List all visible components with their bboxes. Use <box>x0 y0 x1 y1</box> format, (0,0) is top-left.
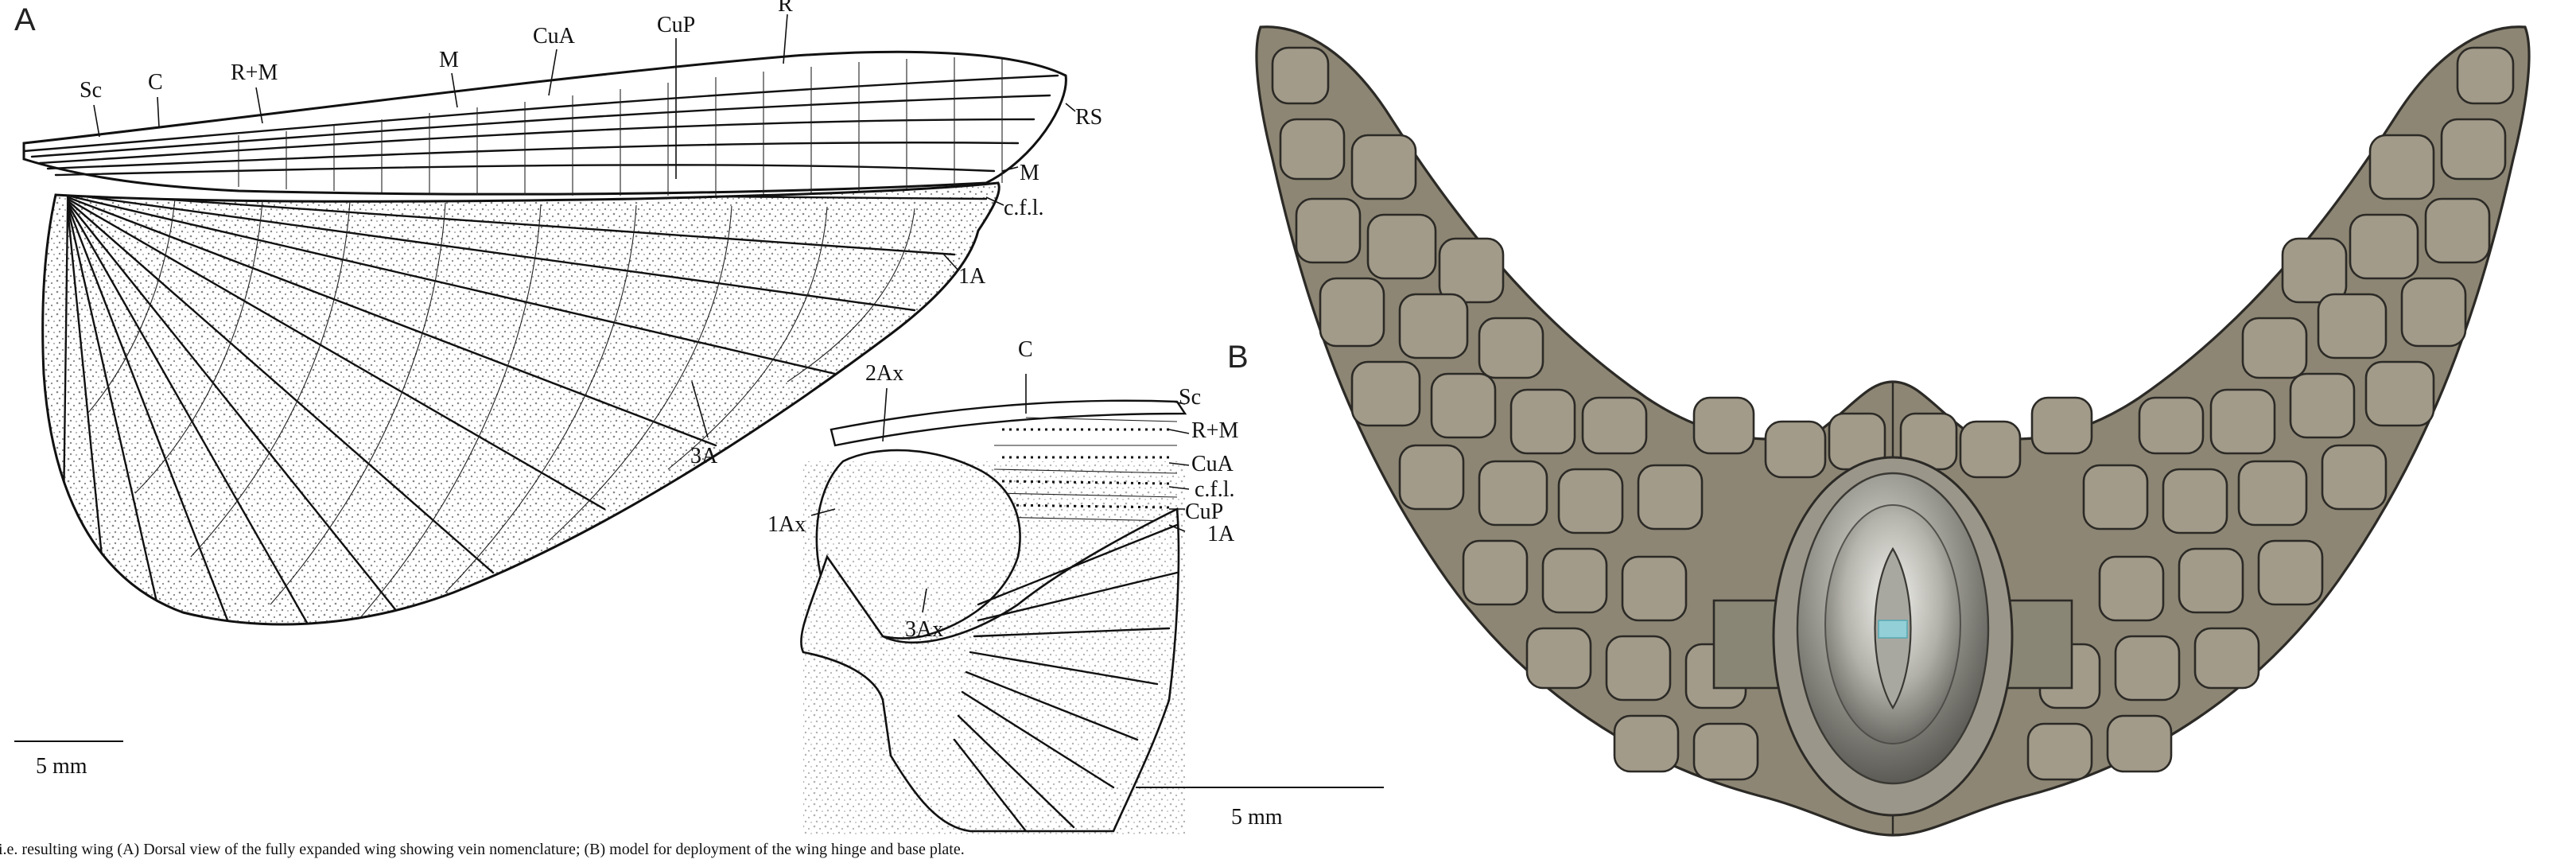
base-label-cup: CuP <box>1185 499 1223 524</box>
plate-cells <box>1271 46 2515 781</box>
base-label-3ax: 3Ax <box>905 617 943 642</box>
label-1a: 1A <box>958 264 986 289</box>
label-r-m: R+M <box>231 60 278 85</box>
panel-b-letter: B <box>1227 340 1249 375</box>
label-m-top: M <box>439 48 459 72</box>
forewing <box>22 50 1067 196</box>
scale-label-wing: 5 mm <box>36 754 87 779</box>
base-label-sc: Sc <box>1179 385 1201 410</box>
base-label-1a: 1A <box>1207 522 1235 546</box>
figure-caption: i.e. resulting wing (A) Dorsal view of t… <box>0 841 965 858</box>
label-3a: 3A <box>690 444 718 468</box>
base-label-cua: CuA <box>1191 452 1234 476</box>
label-cup: CuP <box>657 13 695 37</box>
hinge-plate <box>1255 25 2531 837</box>
label-r: R <box>778 0 793 17</box>
wing-labels: Sc C R+M M CuA CuP R RS M c.f.l. 1A 3A <box>80 0 1102 468</box>
base-label-c: C <box>1018 337 1033 362</box>
panel-b: B <box>1227 25 2531 837</box>
scale-label-base: 5 mm <box>1231 805 1283 830</box>
base-label-cfl: c.f.l. <box>1195 477 1235 502</box>
cyan-marker-icon <box>1878 620 1908 639</box>
scale-bar-wing: 5 mm <box>14 740 123 779</box>
scale-bar-base: 5 mm <box>1136 787 1384 830</box>
wing-base-inset: C 2Ax Sc R+M CuA c.f.l. CuP 1A 1Ax 3Ax <box>767 337 1238 835</box>
label-c: C <box>148 70 163 95</box>
panel-a: A <box>0 0 1384 858</box>
label-cfl: c.f.l. <box>1004 196 1044 220</box>
base-label-2ax: 2Ax <box>865 361 903 386</box>
panel-a-letter: A <box>14 2 36 37</box>
label-m-side: M <box>1020 161 1039 185</box>
base-label-r-m: R+M <box>1191 418 1238 443</box>
label-sc: Sc <box>80 78 102 103</box>
base-label-1ax: 1Ax <box>767 512 806 537</box>
label-cua: CuA <box>533 24 576 49</box>
label-rs: RS <box>1075 105 1102 130</box>
